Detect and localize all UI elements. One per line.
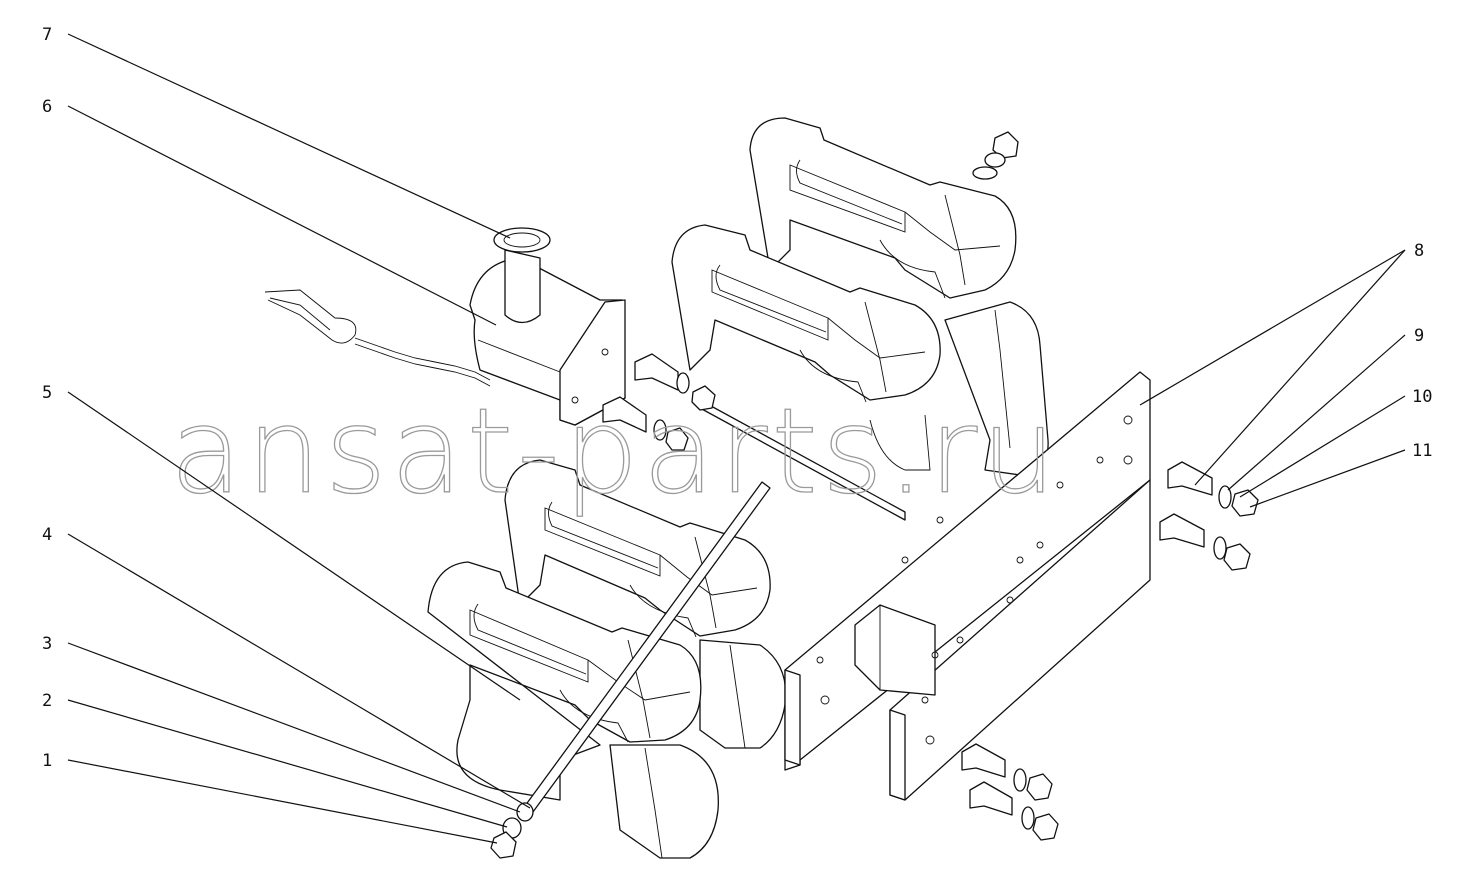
callout-8: 8 [1414,241,1424,261]
leader-11 [1249,449,1406,508]
callout-1: 1 [42,751,52,771]
ballast-weight-top [749,117,1017,299]
ballast-weight-front-upper [504,459,787,749]
leader-lines [67,33,1406,844]
callout-2: 2 [42,691,52,711]
callout-5: 5 [42,383,52,403]
leader-9 [1227,334,1406,491]
retaining-clip-chain [264,289,491,387]
leader-4 [67,533,531,809]
leader-3 [67,642,521,813]
hardware-long-bolt-nut [490,802,534,859]
leader-5 [67,391,521,701]
watermark-text: ansat-parts.ru [170,382,1060,520]
leader-8-frame [1139,249,1406,406]
leader-8 [1194,249,1406,486]
hitch-pin [493,227,551,324]
leader-10 [1239,395,1406,498]
callout-10: 10 [1412,387,1432,407]
ballast-weight-front [427,561,719,859]
callout-6: 6 [42,97,52,117]
leader-6 [67,105,497,326]
ballast-weight-middle [671,224,941,403]
callout-labels: 7 6 5 4 3 2 1 8 9 10 11 [42,25,1432,771]
leader-1 [67,759,498,844]
hardware-bracket-bolts [602,353,716,451]
callout-11: 11 [1412,441,1432,461]
callout-3: 3 [42,634,52,654]
hardware-bottom-bolts [961,743,1059,841]
callout-9: 9 [1414,326,1424,346]
mounting-frame [784,371,1151,801]
callout-7: 7 [42,25,52,45]
leader-7 [67,33,511,239]
callout-4: 4 [42,525,52,545]
leader-2 [67,699,508,828]
hardware-top-nut-washer [972,131,1019,180]
hardware-right-bolts [1159,461,1259,571]
